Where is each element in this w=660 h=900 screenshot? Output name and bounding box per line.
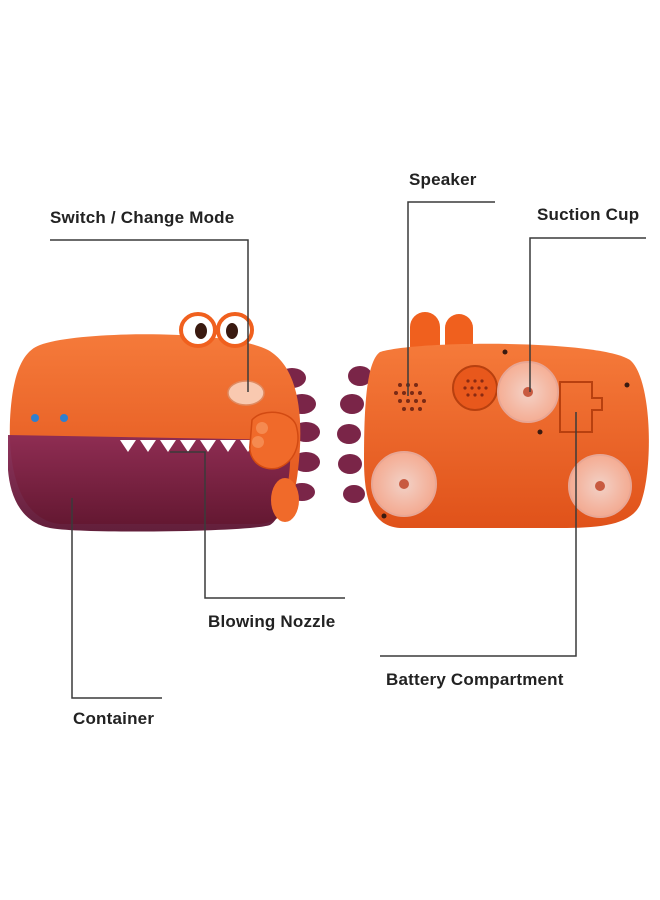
container-tray xyxy=(8,435,291,532)
label-speaker: Speaker xyxy=(409,170,477,189)
label-container: Container xyxy=(73,709,155,728)
battery-compartment xyxy=(559,381,603,433)
back-view xyxy=(337,312,649,528)
label-switch: Switch / Change Mode xyxy=(50,208,235,227)
teeth xyxy=(120,440,256,452)
front-view xyxy=(8,312,320,532)
speaker-grille xyxy=(394,383,426,411)
switch-button[interactable] xyxy=(227,380,265,406)
nostril-left xyxy=(31,414,39,422)
label-blowing-nozzle: Blowing Nozzle xyxy=(208,612,336,631)
label-suction-cup: Suction Cup xyxy=(537,205,640,224)
label-battery-compartment: Battery Compartment xyxy=(386,670,564,689)
dorsal-spikes-back xyxy=(337,366,372,503)
eyes-front xyxy=(179,312,254,348)
nostril-right xyxy=(60,414,68,422)
suction-cups xyxy=(371,361,632,518)
leader-lines xyxy=(50,201,646,699)
speaker-pod xyxy=(452,365,498,411)
